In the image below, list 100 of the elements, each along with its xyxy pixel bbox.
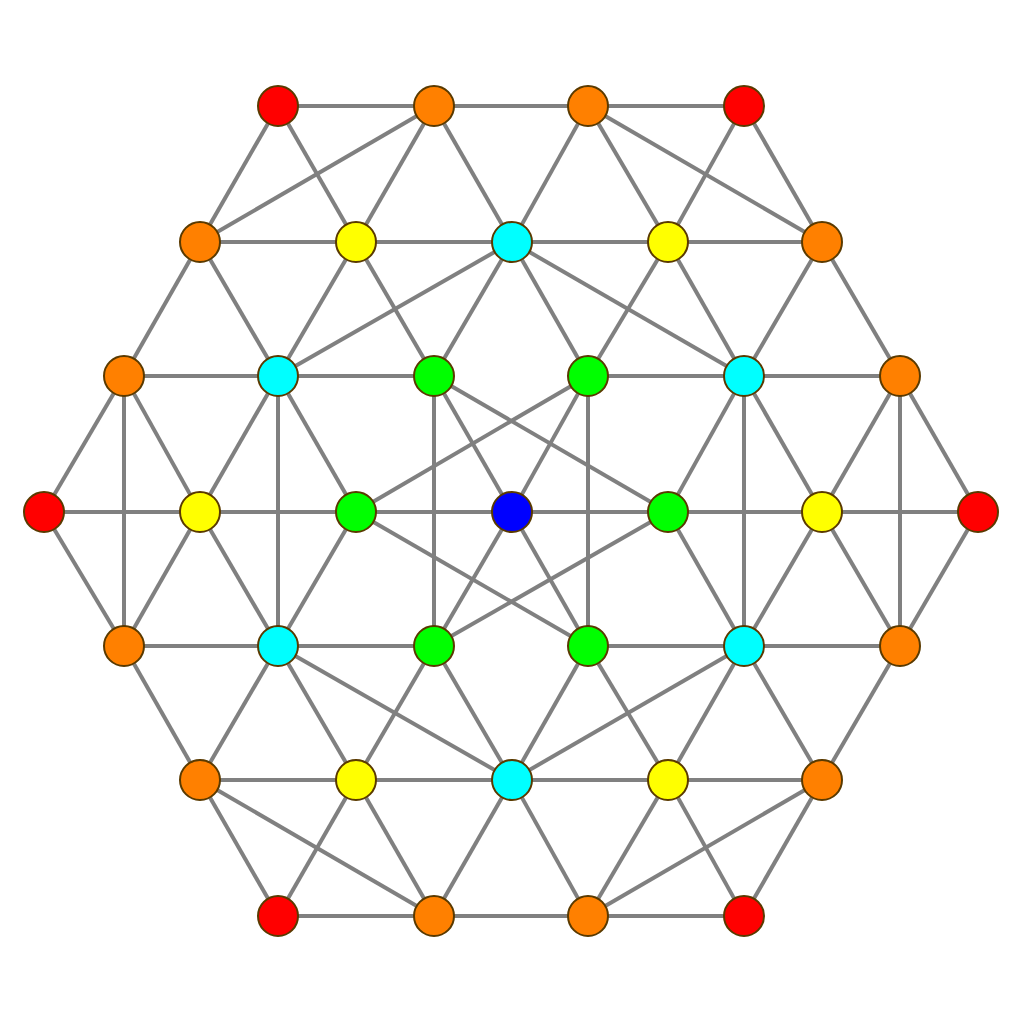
graph-edge — [208, 122, 270, 226]
graph-edge — [364, 796, 426, 900]
graph-edge — [286, 258, 348, 360]
graph-edge — [442, 662, 504, 764]
vertex-dot — [801, 491, 843, 533]
graph-edge — [294, 654, 496, 772]
vertex-dot — [647, 759, 689, 801]
vertex-dot — [413, 355, 455, 397]
graph-edge — [286, 122, 348, 226]
graph-edge — [764, 644, 880, 648]
graph-edge — [520, 392, 580, 496]
graph-edge — [532, 778, 648, 782]
vertex-dot — [567, 355, 609, 397]
graph-edge — [298, 914, 414, 918]
graph-edge — [450, 384, 652, 504]
vertex-dot — [647, 491, 689, 533]
graph-edge — [298, 374, 414, 378]
graph-edge — [376, 510, 492, 514]
graph-edge — [908, 392, 970, 496]
vertex-dot — [723, 355, 765, 397]
vertex-dot — [335, 759, 377, 801]
graph-edge — [376, 240, 492, 244]
graph-edge — [144, 644, 258, 648]
graph-edge — [208, 796, 270, 900]
graph-edge — [752, 528, 814, 630]
vertex-dot — [335, 491, 377, 533]
graph-edge — [676, 392, 736, 496]
vertex-dot — [567, 625, 609, 667]
vertex-dot — [801, 221, 843, 263]
graph-edge — [52, 528, 116, 630]
graph-edge — [372, 520, 572, 638]
graph-edge — [898, 396, 902, 626]
graph-edge — [676, 662, 736, 764]
vertex-dot — [723, 895, 765, 937]
graph-edge — [442, 528, 504, 630]
graph-edge — [764, 374, 880, 378]
graph-edge — [52, 392, 116, 496]
graph-edge — [604, 788, 806, 908]
graph-edge — [752, 796, 814, 900]
graph-edge — [532, 510, 648, 514]
graph-edge — [908, 528, 970, 630]
graph-edge — [532, 240, 648, 244]
graph-edge — [276, 396, 280, 626]
graph-edge — [688, 778, 802, 782]
graph-edge — [286, 796, 348, 900]
graph-edge — [208, 662, 270, 764]
graph-edge — [608, 644, 724, 648]
vertex-dot — [257, 355, 299, 397]
graph-edge — [220, 778, 336, 782]
graph-edge — [608, 374, 724, 378]
graph-edge — [830, 258, 892, 360]
vertex-dot — [567, 85, 609, 127]
graph-edge — [676, 258, 736, 360]
graph-edge — [520, 528, 580, 630]
graph-edge — [450, 520, 652, 638]
graph-edge — [442, 796, 504, 900]
graph-edge — [752, 122, 814, 226]
vertex-dot — [335, 221, 377, 263]
vertex-dot — [257, 625, 299, 667]
graph-edge — [364, 258, 426, 360]
graph-edge — [208, 392, 270, 496]
graph-edge — [520, 122, 580, 226]
vertex-dot — [879, 625, 921, 667]
graph-edge — [752, 258, 814, 360]
graph-edge — [132, 662, 192, 764]
graph-edge — [286, 392, 348, 496]
graph-edge — [216, 114, 418, 234]
graph-edge — [298, 104, 414, 108]
graph-edge — [220, 510, 336, 514]
graph-edge — [220, 240, 336, 244]
vertex-dot — [723, 85, 765, 127]
vertex-dot — [413, 895, 455, 937]
graph-edge — [376, 778, 492, 782]
graph-edge — [528, 654, 728, 772]
vertex-dot — [957, 491, 999, 533]
graph-edge — [372, 384, 572, 504]
graph-edge — [286, 528, 348, 630]
graph-edge — [676, 528, 736, 630]
graph-edge — [752, 662, 814, 764]
graph-edge — [604, 114, 806, 234]
graph-edge — [596, 258, 660, 360]
vertex-dot — [179, 221, 221, 263]
graph-edge — [830, 528, 892, 630]
graph-edge — [586, 396, 590, 626]
vertex-dot — [413, 85, 455, 127]
graph-edge — [676, 122, 736, 226]
vertex-dot — [723, 625, 765, 667]
graph-edge — [688, 510, 802, 514]
vertex-dot — [491, 491, 533, 533]
graph-edge — [294, 250, 496, 368]
graph-edge — [122, 396, 126, 626]
vertex-dot — [257, 895, 299, 937]
graph-edge — [596, 662, 660, 764]
vertex-dot — [567, 895, 609, 937]
graph-edge — [132, 258, 192, 360]
vertex-dot — [879, 355, 921, 397]
graph-edge — [596, 796, 660, 900]
graph-edge — [676, 796, 736, 900]
graph-edge — [364, 662, 426, 764]
graph-edge — [520, 258, 580, 360]
